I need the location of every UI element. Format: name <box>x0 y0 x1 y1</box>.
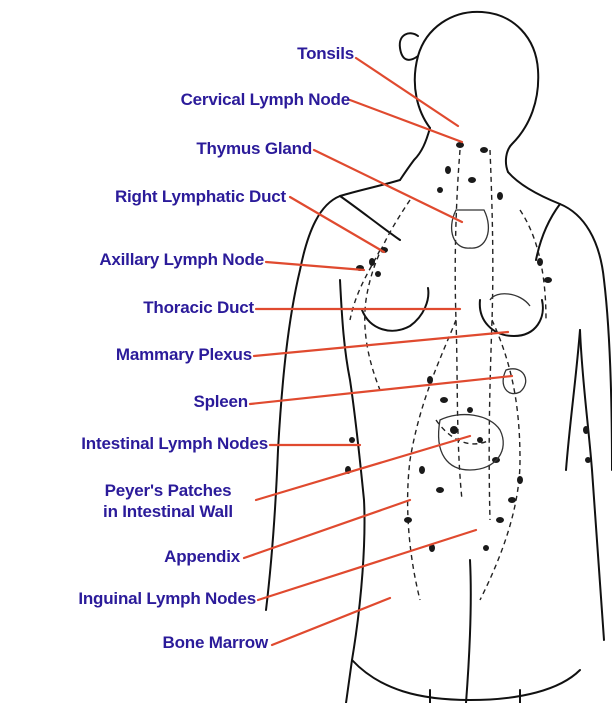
leader-cervical <box>350 100 462 142</box>
label-thymus-gland: Thymus Gland <box>196 139 312 159</box>
lymph-nodes <box>345 142 591 552</box>
label-appendix: Appendix <box>164 547 240 567</box>
label-peyers-line1: Peyer's Patches <box>78 480 258 501</box>
thymus-shape <box>452 210 489 248</box>
label-bone-marrow: Bone Marrow <box>163 633 268 653</box>
mammary-shape <box>490 294 530 306</box>
label-peyers-line2: in Intestinal Wall <box>78 501 258 522</box>
label-cervical-lymph-node: Cervical Lymph Node <box>181 90 350 110</box>
label-mammary-plexus: Mammary Plexus <box>116 345 252 365</box>
lymph-vessels <box>350 150 546 600</box>
leader-appendix <box>244 500 410 558</box>
label-tonsils: Tonsils <box>297 44 354 64</box>
leader-right-duct <box>290 197 384 252</box>
leader-inguinal <box>258 530 476 600</box>
leader-axillary <box>266 262 364 270</box>
leader-tonsils <box>356 58 458 126</box>
leader-spleen <box>250 376 512 404</box>
label-axillary-lymph-node: Axillary Lymph Node <box>99 250 264 270</box>
label-inguinal-lymph-nodes: Inguinal Lymph Nodes <box>78 589 256 609</box>
label-right-lymphatic-duct: Right Lymphatic Duct <box>115 187 286 207</box>
label-peyers-patches: Peyer's Patches in Intestinal Wall <box>78 480 258 522</box>
label-thoracic-duct: Thoracic Duct <box>143 298 254 318</box>
leader-thymus <box>314 150 462 222</box>
label-spleen: Spleen <box>193 392 248 412</box>
leader-bone-marrow <box>272 598 390 645</box>
leader-mammary <box>254 332 508 356</box>
body-outline <box>266 12 612 703</box>
label-intestinal-lymph-nodes: Intestinal Lymph Nodes <box>81 434 268 454</box>
